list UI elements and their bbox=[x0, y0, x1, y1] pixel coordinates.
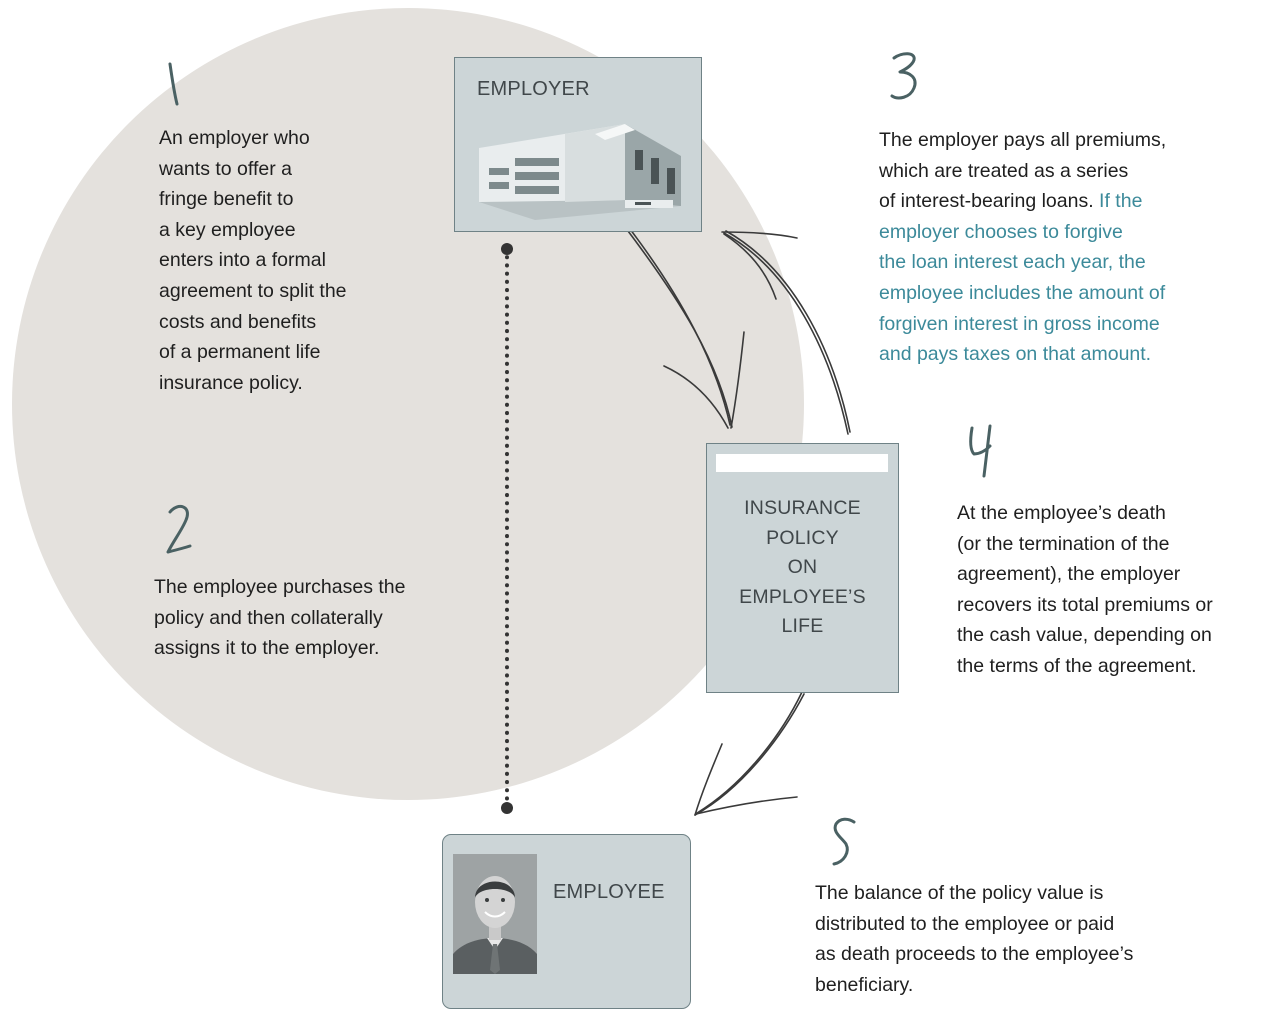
step-3-numeral bbox=[886, 48, 946, 112]
handwritten-4-icon bbox=[969, 424, 992, 478]
handwritten-3-icon bbox=[890, 52, 917, 100]
step-4-text: At the employee’s death (or the terminat… bbox=[957, 502, 1213, 677]
policy-label: INSURANCE POLICY ON EMPLOYEE’S LIFE bbox=[739, 497, 866, 637]
handwritten-2-icon bbox=[166, 504, 192, 554]
handwritten-1-icon bbox=[168, 62, 179, 106]
step-5-text: The balance of the policy value is distr… bbox=[815, 882, 1134, 996]
step-3-highlight-text: If the employer chooses to forgive the l… bbox=[879, 190, 1166, 366]
step-5-numeral bbox=[820, 810, 880, 874]
handwritten-5-icon bbox=[832, 817, 856, 866]
employee-portrait-icon bbox=[453, 854, 537, 974]
arrow-employer-to-policy bbox=[627, 228, 745, 429]
employee-photo bbox=[453, 854, 537, 974]
step-1-numeral bbox=[156, 58, 216, 122]
insurance-policy-box: INSURANCE POLICY ON EMPLOYEE’S LIFE bbox=[706, 443, 899, 693]
step-3-main-text: The employer pays all premiums, which ar… bbox=[879, 129, 1167, 213]
office-building-icon bbox=[475, 110, 687, 220]
step-3-text: The employer pays all premiums, which ar… bbox=[879, 125, 1166, 370]
step-2-text: The employee purchases the policy and th… bbox=[154, 576, 406, 660]
step-2-numeral bbox=[158, 500, 218, 564]
employer-box: EMPLOYER bbox=[454, 57, 702, 232]
policy-header-strip bbox=[716, 454, 888, 472]
employer-label: EMPLOYER bbox=[477, 78, 590, 100]
step-1-text: An employer who wants to offer a fringe … bbox=[159, 127, 347, 394]
step-4-numeral bbox=[960, 418, 1020, 482]
arrow-policy-to-employee bbox=[694, 691, 805, 816]
dotted-connector bbox=[501, 243, 513, 814]
employee-box: EMPLOYEE bbox=[442, 834, 691, 1009]
arrow-policy-to-employer bbox=[721, 230, 851, 435]
employee-label: EMPLOYEE bbox=[553, 881, 665, 903]
